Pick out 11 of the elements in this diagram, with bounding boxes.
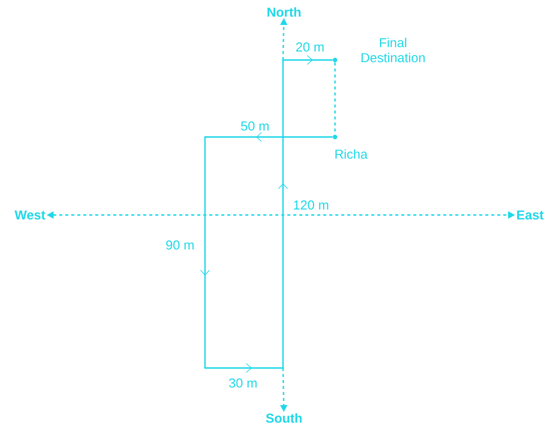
distance-label: 50 m	[241, 121, 269, 131]
direction-label: North	[268, 7, 301, 17]
distance-label: 90 m	[166, 240, 194, 250]
distance-label: 120 m	[294, 200, 328, 210]
direction-label: West	[14, 210, 46, 220]
direction-label: East	[517, 210, 544, 220]
distance-label: 20 m	[296, 42, 324, 52]
distance-label: 30 m	[229, 378, 257, 388]
direction-label: South	[266, 413, 302, 423]
point-label: Richa	[335, 149, 368, 159]
point-label: Final Destination	[362, 38, 425, 62]
